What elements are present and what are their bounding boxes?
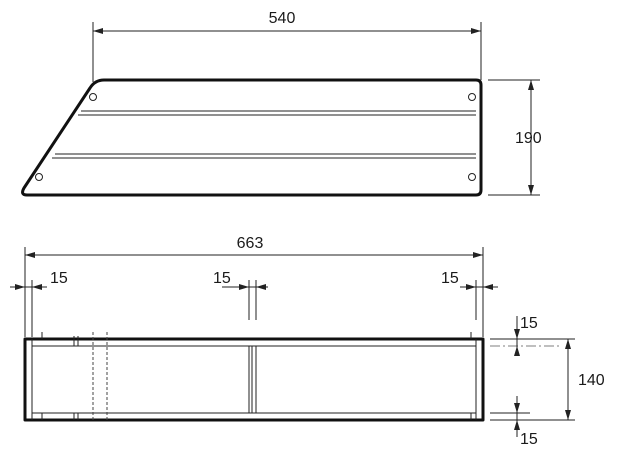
dim-label-140: 140 bbox=[578, 372, 605, 389]
screw-hole-top-left bbox=[89, 93, 97, 101]
dim-label-15-upper: 15 bbox=[520, 315, 538, 332]
dim-label-540: 540 bbox=[269, 10, 296, 27]
top-view bbox=[21, 78, 483, 197]
screw-hole-bottom-left bbox=[35, 173, 43, 181]
dim-label-663: 663 bbox=[237, 235, 264, 252]
dim-label-15-left: 15 bbox=[50, 270, 68, 287]
front-view bbox=[23, 332, 485, 422]
dim-label-190: 190 bbox=[515, 130, 542, 147]
dimension-15-lower: 15 bbox=[514, 396, 538, 448]
dimension-15-right: 15 bbox=[441, 270, 498, 320]
screw-hole-top-right bbox=[468, 93, 476, 101]
dimension-540: 540 bbox=[92, 10, 482, 82]
dimension-15-left: 15 bbox=[10, 270, 68, 337]
dimension-663: 663 bbox=[24, 235, 484, 337]
dim-label-15-right: 15 bbox=[441, 270, 459, 287]
front-box-inner bbox=[31, 345, 477, 414]
screw-hole-bottom-right bbox=[468, 173, 476, 181]
dimension-190: 190 bbox=[488, 79, 542, 196]
dimension-140: 140 bbox=[490, 338, 605, 421]
top-panel-outline bbox=[21, 78, 483, 197]
front-box-outline bbox=[23, 337, 485, 422]
dim-label-15-middle: 15 bbox=[213, 270, 231, 287]
dimension-15-middle: 15 bbox=[213, 270, 268, 320]
dim-label-15-lower: 15 bbox=[520, 431, 538, 448]
dimension-15-upper: 15 bbox=[514, 315, 538, 356]
